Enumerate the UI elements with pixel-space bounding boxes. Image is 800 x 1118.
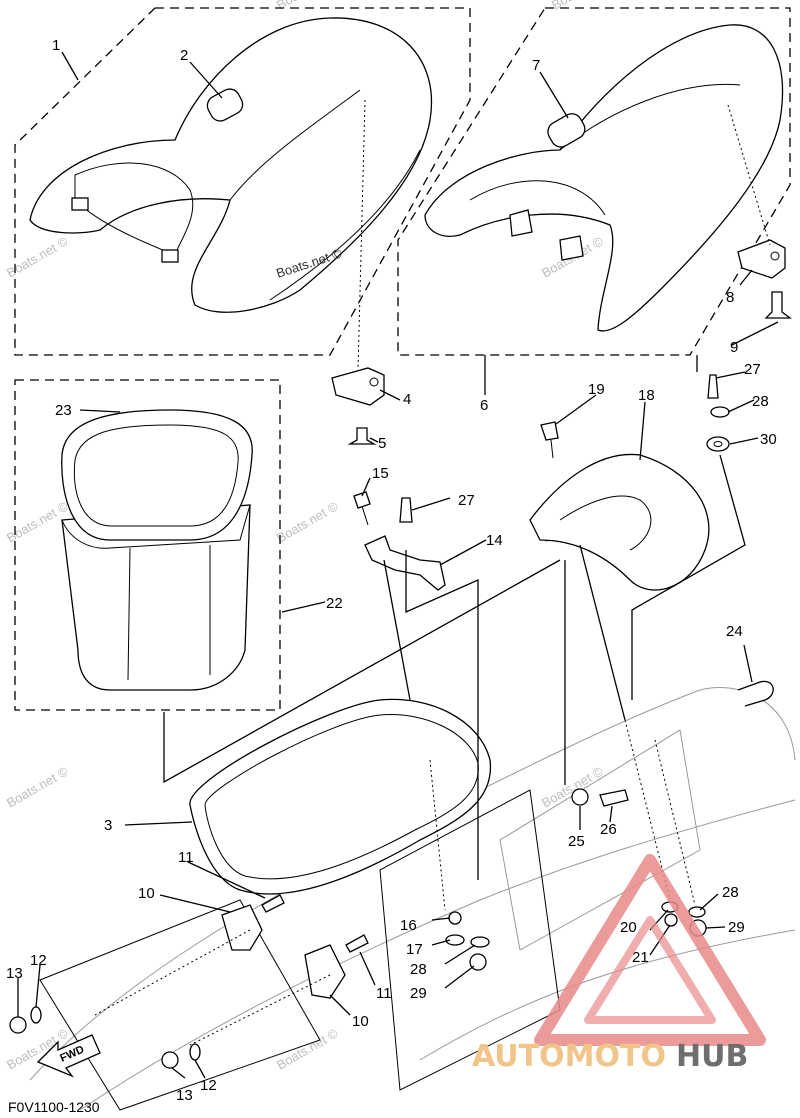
plastic-rivet (399, 497, 413, 523)
callout-labels: 1 2 3 4 5 6 7 8 9 10 10 11 11 12 12 13 1… (6, 37, 777, 1104)
rear-seat-bracket (529, 453, 710, 591)
rear-seat (424, 24, 784, 332)
seat-hook (509, 209, 533, 237)
front-seat-handle (206, 88, 244, 122)
callout-10: 10 (352, 1013, 369, 1030)
callout-19: 19 (588, 381, 605, 398)
callout-20: 20 (620, 919, 637, 936)
watermark-text: Boats.net © (4, 233, 71, 280)
callout-22: 22 (326, 595, 343, 612)
watermark-text: Boats.net © (274, 1025, 341, 1072)
rear-seat-handle (547, 113, 586, 148)
logo-text-automoto: AUTOMOTO (472, 1039, 666, 1074)
callout-13: 13 (176, 1087, 193, 1104)
callout-5: 5 (378, 435, 386, 452)
rear-deck-frame (39, 899, 321, 1111)
bracket-bolt (540, 421, 559, 459)
leader-lines (17, 51, 779, 1079)
bin-gasket (61, 409, 253, 541)
callout-4: 4 (403, 391, 411, 408)
callout-10: 10 (138, 885, 155, 902)
seat-hook (559, 235, 584, 261)
logo-text-hub: HUB (676, 1039, 748, 1074)
watermark-text: Boats.net © (539, 763, 606, 810)
callout-28: 28 (752, 393, 769, 410)
callout-9: 9 (730, 339, 738, 356)
hinge-screw (261, 894, 369, 953)
watermark-text: Boats.net © (274, 0, 341, 13)
plastic-rivet (707, 374, 719, 399)
callout-1: 1 (52, 37, 60, 54)
callout-18: 18 (638, 387, 655, 404)
callout-8: 8 (726, 289, 734, 306)
front-seat: Boats.net © (29, 17, 433, 313)
hinge-right (304, 944, 346, 999)
automotohub-logo: AUTOMOTO HUB (472, 854, 766, 1074)
watermark-text: Boats.net © (4, 498, 71, 545)
callout-11: 11 (376, 985, 392, 1002)
callout-29: 29 (410, 985, 427, 1002)
callout-25: 25 (568, 833, 585, 850)
seat-hook (161, 249, 179, 263)
strap (599, 789, 629, 807)
callout-12: 12 (30, 952, 47, 969)
callout-28: 28 (410, 961, 427, 978)
u-bolt (737, 680, 774, 707)
dotted-assembly-lines (94, 719, 696, 1046)
rear-latch-bolt (764, 291, 792, 319)
diagram-code: F0V1100-1230 (8, 1099, 100, 1115)
collar (448, 911, 678, 927)
hinge-bolt (353, 491, 371, 526)
callout-6: 6 (480, 397, 488, 414)
callout-17: 17 (406, 941, 423, 958)
grommet (706, 436, 730, 452)
callout-24: 24 (726, 623, 743, 640)
callout-3: 3 (104, 817, 112, 834)
washer (30, 901, 706, 1061)
callout-27: 27 (744, 361, 761, 378)
fwd-arrow-icon: FWD (36, 1034, 101, 1078)
callout-12: 12 (200, 1077, 217, 1094)
rear-seat-group-box (397, 7, 791, 356)
bin-bracket (364, 535, 446, 591)
front-latch-bolt (347, 427, 377, 445)
rear-seat-latch (737, 239, 786, 279)
storage-bin (61, 504, 251, 691)
hinge-left (221, 904, 263, 951)
front-seat-group-box (14, 7, 471, 356)
callout-27: 27 (458, 492, 475, 509)
front-seat-latch (331, 367, 385, 406)
watermark-text: Boats.net © (549, 0, 616, 13)
callout-29: 29 (728, 919, 745, 936)
nut (571, 788, 589, 806)
callout-26: 26 (600, 821, 617, 838)
callout-23: 23 (55, 402, 72, 419)
callout-14: 14 (486, 532, 503, 549)
callout-13: 13 (6, 965, 23, 982)
washer (710, 406, 730, 418)
callout-16: 16 (400, 917, 417, 934)
callout-28: 28 (722, 884, 739, 901)
callout-7: 7 (532, 57, 540, 74)
watermark-text: Boats.net © (274, 498, 341, 545)
seat-hook (71, 197, 89, 211)
callout-11: 11 (178, 849, 194, 866)
callout-21: 21 (632, 949, 649, 966)
watermark-text: Boats.net © (4, 763, 71, 810)
callout-2: 2 (180, 47, 188, 64)
callout-30: 30 (760, 431, 777, 448)
bin-frame-gasket (189, 698, 492, 895)
callout-15: 15 (372, 465, 389, 482)
